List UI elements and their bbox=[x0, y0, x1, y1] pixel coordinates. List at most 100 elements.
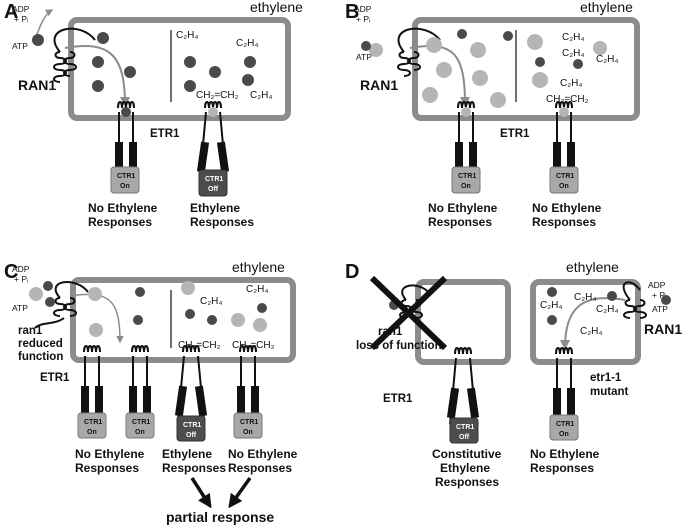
ctr-label: CTR1 bbox=[183, 422, 201, 429]
panel-letter: D bbox=[345, 261, 359, 283]
response-label: Responses bbox=[428, 215, 492, 229]
pump-icon bbox=[34, 280, 89, 329]
partial-response-label: partial response bbox=[166, 509, 274, 525]
response-label: Responses bbox=[530, 461, 594, 475]
arrow-icon bbox=[69, 293, 124, 344]
panel-title: ethylene bbox=[250, 0, 303, 15]
pump-label: RAN1 bbox=[360, 77, 398, 93]
molecule: C₂H₄ bbox=[560, 78, 582, 89]
ctr-label: CTR1 bbox=[117, 173, 135, 180]
response-label: Responses bbox=[75, 461, 139, 475]
adp-label: ADP bbox=[12, 4, 30, 14]
receptor-icon bbox=[446, 347, 480, 425]
receptor-icon bbox=[129, 345, 151, 420]
receptor-label: ETR1 bbox=[40, 372, 70, 384]
cu-ions bbox=[547, 287, 617, 325]
ctr-label: CTR1 bbox=[456, 424, 474, 431]
molecule: C₂H₄ bbox=[562, 48, 584, 59]
receptor-icon bbox=[196, 101, 230, 179]
ctr-state: On bbox=[243, 429, 253, 436]
ctr-label: CTR1 bbox=[132, 419, 150, 426]
pump-icon bbox=[622, 281, 647, 319]
ctr-state: Off bbox=[208, 186, 219, 193]
ctr-state: On bbox=[120, 183, 130, 190]
atp-label: ATP bbox=[12, 41, 28, 51]
ctr-state: On bbox=[135, 429, 145, 436]
response-label: No Ethylene bbox=[75, 447, 145, 461]
molecule: C₂H₄ bbox=[596, 304, 618, 315]
receptor-label: ETR1 bbox=[500, 128, 530, 140]
cu-ion bbox=[661, 295, 671, 305]
ctr1-on bbox=[549, 414, 579, 441]
adp-label: ADP bbox=[12, 264, 30, 274]
ctr-label: CTR1 bbox=[84, 419, 102, 426]
response-label: Responses bbox=[190, 215, 254, 229]
ctr1-off bbox=[198, 169, 228, 197]
ctr1-on bbox=[77, 412, 107, 439]
ch2-molecule: CH₂=CH₂ bbox=[178, 340, 221, 351]
molecule: C₂H₄ bbox=[250, 90, 272, 101]
cu-ions bbox=[361, 29, 583, 69]
panel-a: A ethylene ADP + Pᵢ ATP RAN1 C bbox=[4, 0, 303, 229]
response-label: Ethylene bbox=[190, 201, 240, 215]
response-label: Responses bbox=[532, 215, 596, 229]
response-label: No Ethylene bbox=[532, 201, 602, 215]
receptor-icon bbox=[237, 345, 259, 420]
response-label: No Ethylene bbox=[530, 447, 600, 461]
molecule: C₂H₄ bbox=[176, 30, 198, 41]
ctr-label: CTR1 bbox=[240, 419, 258, 426]
response-label: No Ethylene bbox=[428, 201, 498, 215]
adp-label: ADP bbox=[648, 280, 666, 290]
receptor-label: ETR1 bbox=[383, 393, 413, 405]
arrow-icon bbox=[409, 44, 470, 107]
pump-icon bbox=[397, 27, 441, 77]
adp-label: ADP bbox=[354, 4, 372, 14]
response-label: Ethylene bbox=[440, 461, 490, 475]
panel-title: ethylene bbox=[232, 259, 285, 275]
molecule: C₂H₄ bbox=[574, 292, 596, 303]
ctr1-on bbox=[233, 412, 263, 439]
ctr-label: CTR1 bbox=[556, 421, 574, 428]
panel-b: B ethylene ADP + Pᵢ ATP RAN1 bbox=[345, 0, 640, 229]
pump-label: ran1 bbox=[18, 325, 43, 337]
pi-label: + Pᵢ bbox=[356, 14, 370, 24]
mutant-label: mutant bbox=[590, 386, 629, 398]
mixed-ions bbox=[29, 281, 267, 337]
ctr-label: CTR1 bbox=[458, 173, 476, 180]
panel-title: ethylene bbox=[580, 0, 633, 15]
mutant-label: etr1-1 bbox=[590, 372, 622, 384]
loss-label: loss of function bbox=[356, 340, 442, 352]
ctr-label: CTR1 bbox=[556, 173, 574, 180]
atp-label: ATP bbox=[652, 304, 668, 314]
cross-icon bbox=[369, 275, 448, 351]
response-label: Responses bbox=[88, 215, 152, 229]
atp-label: ATP bbox=[356, 52, 372, 62]
pi-label: + Pᵢ bbox=[14, 274, 28, 284]
molecule: C₂H₄ bbox=[246, 284, 268, 295]
arrow-icon bbox=[64, 44, 130, 107]
arrow-icon bbox=[228, 476, 252, 509]
ag-ions bbox=[369, 34, 607, 108]
panel-d: D ethylene ran1 loss of function ETR1 CT… bbox=[345, 259, 682, 489]
pi-label: + Pᵢ bbox=[14, 14, 28, 24]
panel-letter: C bbox=[4, 261, 18, 283]
cell-membrane bbox=[530, 279, 641, 365]
response-label: Responses bbox=[228, 461, 292, 475]
panel-letter: B bbox=[345, 1, 359, 23]
molecule: C₂H₄ bbox=[200, 296, 222, 307]
ctr-state: Off bbox=[186, 432, 197, 439]
receptor-label: ETR1 bbox=[150, 128, 180, 140]
ch2-molecule: CH₂=CH₂ bbox=[546, 94, 589, 105]
response-label: No Ethylene bbox=[228, 447, 298, 461]
ctr-state: On bbox=[559, 431, 569, 438]
molecule: C₂H₄ bbox=[236, 38, 258, 49]
panel-c: C ethylene ADP + Pᵢ ATP ran1 reduced fun… bbox=[4, 259, 298, 525]
ctr-state: On bbox=[559, 183, 569, 190]
response-label: Responses bbox=[435, 475, 499, 489]
response-label: Ethylene bbox=[162, 447, 212, 461]
panel-letter: A bbox=[4, 1, 18, 23]
arrow-icon bbox=[190, 477, 212, 509]
cu-ions bbox=[32, 32, 256, 92]
ctr1-on bbox=[549, 166, 579, 194]
